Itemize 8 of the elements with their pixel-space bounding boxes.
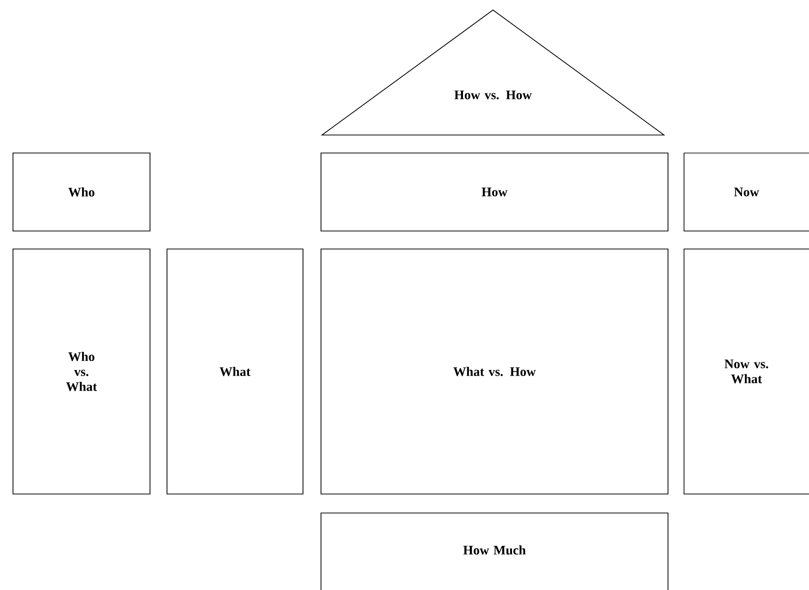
matrix-box: How Much [320, 512, 668, 590]
matrix-box: What vs. How [320, 248, 668, 494]
matrix-box: Now vs. What [684, 248, 809, 494]
matrix-box: Now [684, 152, 809, 232]
matrix-box: What [166, 248, 304, 494]
matrix-box: How [320, 152, 668, 232]
matrix-box: Who vs. What [12, 248, 150, 494]
matrix-box: Who [12, 152, 150, 232]
